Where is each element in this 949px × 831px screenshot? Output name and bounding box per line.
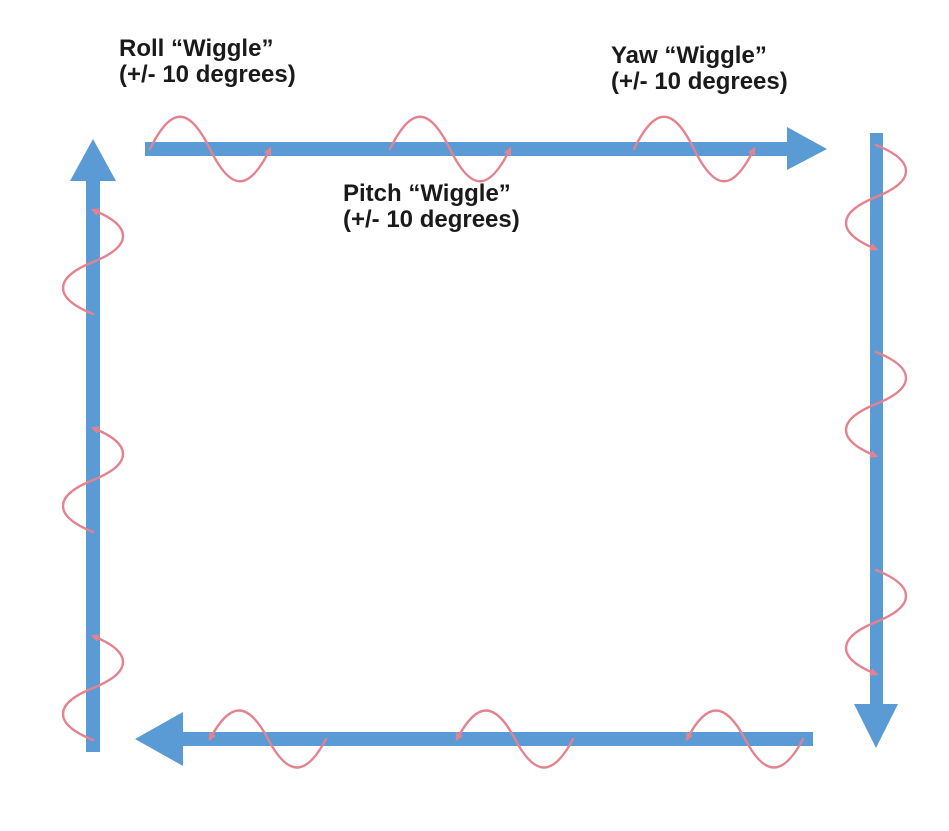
yaw-wiggle-label-line2: (+/- 10 degrees)	[611, 68, 788, 95]
roll-wiggle-label-line2: (+/- 10 degrees)	[119, 61, 296, 88]
bottom-wiggle-1-icon	[208, 709, 328, 769]
left-wiggle-3-icon	[62, 634, 124, 742]
left-wiggle-2-icon	[62, 426, 124, 534]
bottom-wiggle-3-icon	[685, 709, 805, 769]
pitch-wiggle-label-line2: (+/- 10 degrees)	[343, 206, 520, 233]
yaw-wiggle-label: Yaw “Wiggle” (+/- 10 degrees)	[611, 43, 788, 95]
pitch-wiggle-label-line1: Pitch “Wiggle”	[343, 180, 511, 207]
roll-wiggle-label: Roll “Wiggle” (+/- 10 degrees)	[119, 36, 296, 88]
bottom-wiggle-2-icon	[455, 709, 575, 769]
top-wiggle-1-icon	[148, 115, 272, 183]
right-wiggle-3-icon	[845, 568, 907, 676]
yaw-wiggle-label-line1: Yaw “Wiggle”	[611, 42, 767, 69]
left-arrow-up-icon	[70, 139, 116, 752]
pitch-wiggle-label: Pitch “Wiggle” (+/- 10 degrees)	[343, 181, 520, 233]
right-wiggle-1-icon	[845, 143, 907, 251]
right-wiggle-2-icon	[845, 350, 907, 458]
right-arrow-down-icon	[854, 133, 898, 748]
roll-wiggle-label-line1: Roll “Wiggle”	[119, 35, 274, 62]
top-arrow-right-icon	[145, 127, 827, 170]
bottom-arrow-left-icon	[135, 712, 813, 766]
top-wiggle-2-icon	[388, 115, 512, 183]
top-wiggle-3-icon	[632, 115, 756, 183]
left-wiggle-1-icon	[62, 208, 124, 316]
